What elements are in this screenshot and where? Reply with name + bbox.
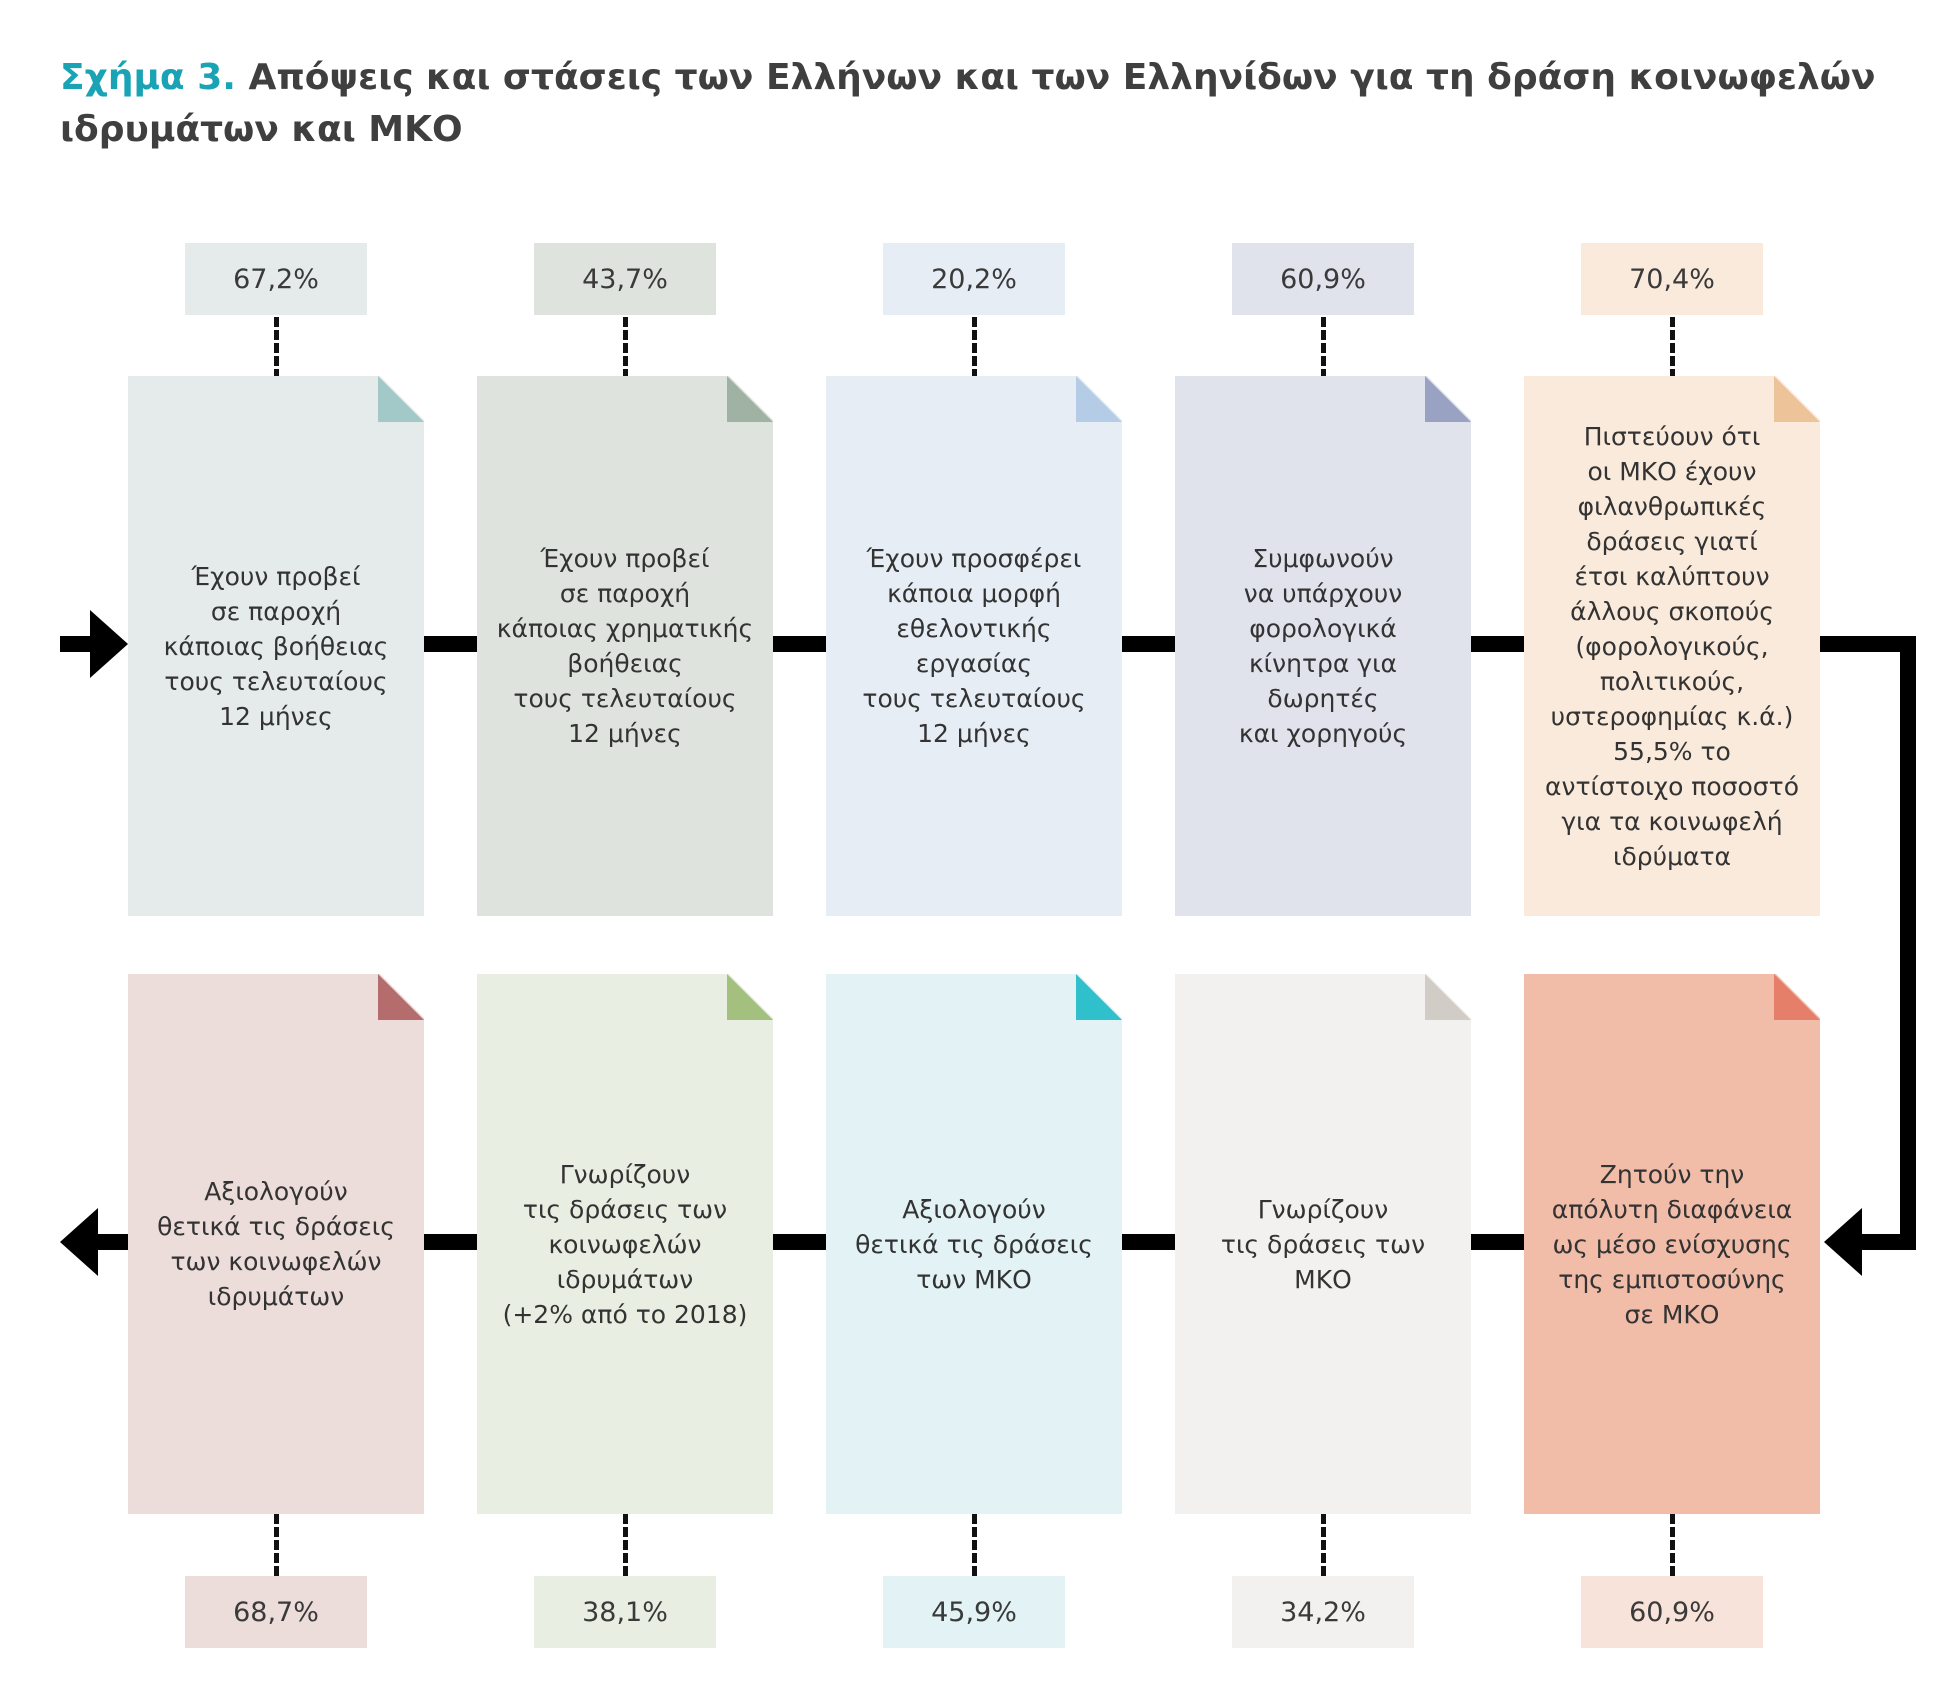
percentage-badge-top-1: 67,2%	[185, 243, 367, 315]
dashed-connector-top-3	[972, 317, 977, 379]
statement-text: Έχουν προσφέρει κάποια μορφή εθελοντικής…	[862, 544, 1086, 748]
dashed-connector-bottom-3	[972, 1514, 977, 1576]
percentage-badge-bottom-4: 34,2%	[1232, 1576, 1414, 1648]
connector-right-loop	[1820, 636, 1916, 1250]
percentage-badge-top-2: 43,7%	[534, 243, 716, 315]
statement-card-top-1: Έχουν προβεί σε παροχή κάποιας βοήθειας …	[128, 376, 424, 916]
statement-card-top-4: Συμφωνούν να υπάρχουν φορολογικά κίνητρα…	[1175, 376, 1471, 916]
loop-arrowhead-icon	[1824, 1208, 1862, 1276]
percentage-badge-bottom-1: 68,7%	[185, 1576, 367, 1648]
connector-bottom-2-3	[773, 1234, 826, 1250]
end-arrow-icon	[60, 1208, 128, 1276]
statement-text: Πιστεύουν ότι οι ΜΚΟ έχουν φιλανθρωπικές…	[1545, 421, 1799, 871]
dashed-connector-bottom-5	[1670, 1514, 1675, 1576]
statement-text: Αξιολογούν θετικά τις δράσεις των κοινωφ…	[157, 1177, 395, 1311]
dashed-connector-bottom-2	[623, 1514, 628, 1576]
statement-card-bottom-2: Γνωρίζουν τις δράσεις των κοινωφελών ιδρ…	[477, 974, 773, 1514]
percentage-badge-top-4: 60,9%	[1232, 243, 1414, 315]
statement-text: Συμφωνούν να υπάρχουν φορολογικά κίνητρα…	[1238, 544, 1408, 748]
connector-bottom-3-4	[1122, 1234, 1175, 1250]
dashed-connector-top-5	[1670, 317, 1675, 379]
figure-label: Σχήμα 3.	[60, 57, 236, 98]
figure-title: Σχήμα 3. Απόψεις και στάσεις των Ελλήνων…	[60, 52, 1920, 156]
connector-top-2-3	[773, 636, 826, 652]
percentage-badge-bottom-5: 60,9%	[1581, 1576, 1763, 1648]
statement-card-top-5: Πιστεύουν ότι οι ΜΚΟ έχουν φιλανθρωπικές…	[1524, 376, 1820, 916]
percentage-badge-top-3: 20,2%	[883, 243, 1065, 315]
dashed-connector-top-4	[1321, 317, 1326, 379]
dashed-connector-bottom-1	[274, 1514, 279, 1576]
statement-text: Γνωρίζουν τις δράσεις των ΜΚΟ	[1220, 1194, 1426, 1294]
figure-title-text: Απόψεις και στάσεις των Ελλήνων και των …	[60, 57, 1876, 150]
connector-top-1-2	[424, 636, 477, 652]
statement-card-top-3: Έχουν προσφέρει κάποια μορφή εθελοντικής…	[826, 376, 1122, 916]
percentage-badge-bottom-2: 38,1%	[534, 1576, 716, 1648]
connector-bottom-1-2	[424, 1234, 477, 1250]
statement-text: Έχουν προβεί σε παροχή κάποιας χρηματική…	[496, 544, 754, 748]
statement-text: Ζητούν την απόλυτη διαφάνεια ως μέσο ενί…	[1551, 1159, 1793, 1329]
statement-text: Γνωρίζουν τις δράσεις των κοινωφελών ιδρ…	[502, 1159, 748, 1329]
connector-top-4-5	[1471, 636, 1524, 652]
percentage-badge-top-5: 70,4%	[1581, 243, 1763, 315]
statement-card-bottom-4: Γνωρίζουν τις δράσεις των ΜΚΟ	[1175, 974, 1471, 1514]
connector-top-3-4	[1122, 636, 1175, 652]
start-arrow-icon	[60, 610, 128, 678]
dashed-connector-top-1	[274, 317, 279, 379]
statement-text: Αξιολογούν θετικά τις δράσεις των ΜΚΟ	[855, 1194, 1093, 1294]
dashed-connector-top-2	[623, 317, 628, 379]
statement-text: Έχουν προβεί σε παροχή κάποιας βοήθειας …	[163, 561, 389, 731]
percentage-badge-bottom-3: 45,9%	[883, 1576, 1065, 1648]
statement-card-bottom-5: Ζητούν την απόλυτη διαφάνεια ως μέσο ενί…	[1524, 974, 1820, 1514]
statement-card-bottom-3: Αξιολογούν θετικά τις δράσεις των ΜΚΟ	[826, 974, 1122, 1514]
dashed-connector-bottom-4	[1321, 1514, 1326, 1576]
connector-bottom-4-5	[1471, 1234, 1524, 1250]
statement-card-top-2: Έχουν προβεί σε παροχή κάποιας χρηματική…	[477, 376, 773, 916]
